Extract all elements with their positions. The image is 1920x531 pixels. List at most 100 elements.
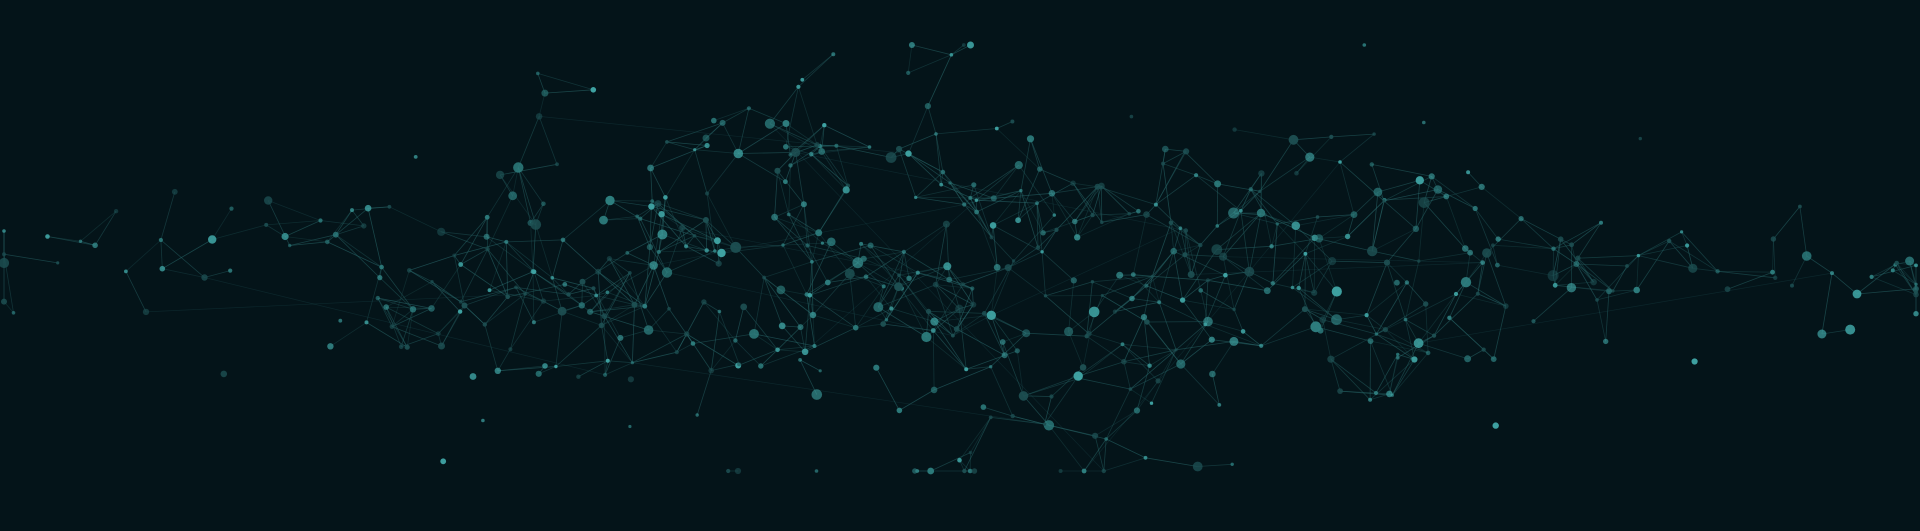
network-link bbox=[562, 239, 599, 273]
network-link bbox=[1023, 377, 1080, 397]
network-link bbox=[581, 272, 631, 306]
network-node bbox=[981, 311, 987, 316]
network-node bbox=[1178, 226, 1183, 230]
network-link bbox=[1376, 282, 1408, 335]
network-link bbox=[1415, 180, 1421, 229]
network-node bbox=[921, 331, 932, 343]
network-node bbox=[809, 311, 817, 319]
network-link bbox=[976, 211, 998, 268]
network-node bbox=[377, 275, 383, 281]
network-link bbox=[1044, 375, 1079, 425]
network-link bbox=[1157, 349, 1177, 382]
network-link bbox=[949, 182, 994, 199]
network-link bbox=[1143, 316, 1182, 365]
network-link bbox=[1467, 172, 1482, 188]
network-node bbox=[514, 285, 518, 290]
network-node bbox=[1404, 280, 1410, 285]
network-link bbox=[917, 272, 950, 280]
network-link bbox=[1133, 274, 1160, 303]
network-link bbox=[676, 301, 705, 353]
network-link bbox=[1051, 193, 1055, 216]
network-node bbox=[1633, 286, 1640, 294]
network-link bbox=[515, 287, 563, 312]
network-node bbox=[605, 290, 610, 295]
network-link bbox=[807, 245, 829, 283]
network-link bbox=[1077, 213, 1130, 238]
network-link bbox=[1130, 388, 1152, 404]
network-link bbox=[1520, 218, 1572, 246]
network-link bbox=[651, 206, 687, 247]
network-link bbox=[391, 270, 410, 327]
network-link bbox=[1486, 218, 1522, 254]
network-link bbox=[589, 272, 631, 313]
network-link bbox=[696, 370, 712, 416]
network-link bbox=[1114, 298, 1133, 312]
network-node bbox=[962, 202, 967, 207]
network-link bbox=[803, 204, 813, 262]
network-link bbox=[515, 287, 569, 295]
network-node bbox=[663, 195, 668, 200]
network-node bbox=[704, 248, 709, 253]
network-link bbox=[487, 195, 514, 250]
network-node bbox=[658, 211, 665, 218]
network-link bbox=[535, 224, 553, 278]
network-link bbox=[1727, 271, 1773, 290]
network-link bbox=[710, 311, 720, 371]
network-node bbox=[1869, 274, 1874, 279]
network-node bbox=[1403, 317, 1408, 322]
network-link bbox=[990, 332, 1027, 367]
network-link bbox=[47, 236, 81, 242]
network-node bbox=[2, 252, 6, 257]
network-link bbox=[760, 349, 778, 367]
network-node bbox=[1229, 336, 1239, 346]
network-link bbox=[1295, 214, 1355, 227]
network-link bbox=[915, 171, 944, 198]
network-node bbox=[601, 313, 608, 320]
network-link bbox=[1191, 262, 1483, 275]
network-link bbox=[777, 349, 806, 353]
network-link bbox=[1170, 222, 1201, 246]
network-link bbox=[788, 214, 819, 234]
network-link bbox=[1596, 299, 1607, 342]
network-link bbox=[898, 286, 934, 331]
network-node bbox=[1396, 355, 1400, 360]
network-node bbox=[824, 279, 831, 286]
network-node bbox=[940, 169, 946, 175]
network-link bbox=[983, 406, 1013, 417]
network-link bbox=[1419, 179, 1447, 197]
network-link bbox=[763, 261, 813, 278]
network-link bbox=[992, 225, 1043, 253]
network-link bbox=[609, 258, 654, 266]
network-link bbox=[604, 315, 649, 331]
network-link bbox=[1165, 148, 1187, 152]
network-node bbox=[1194, 173, 1199, 178]
network-link bbox=[1036, 203, 1039, 248]
network-link bbox=[568, 287, 594, 295]
network-node bbox=[1269, 244, 1274, 249]
network-node bbox=[1070, 277, 1077, 284]
network-link bbox=[1119, 274, 1147, 287]
network-node bbox=[961, 43, 966, 47]
network-link bbox=[970, 417, 992, 453]
network-node bbox=[733, 338, 738, 343]
network-node bbox=[1423, 301, 1429, 307]
network-node bbox=[1531, 319, 1536, 324]
network-link bbox=[1180, 321, 1209, 365]
network-node bbox=[11, 311, 16, 315]
network-node bbox=[695, 413, 699, 417]
network-link bbox=[1195, 174, 1242, 212]
network-link bbox=[973, 184, 992, 238]
network-link bbox=[926, 336, 967, 370]
network-node bbox=[1913, 311, 1919, 317]
network-link bbox=[946, 266, 960, 309]
network-link bbox=[632, 362, 1045, 425]
network-link bbox=[1158, 302, 1177, 350]
network-link bbox=[1151, 276, 1160, 303]
network-link bbox=[877, 251, 905, 308]
network-link bbox=[1222, 210, 1242, 257]
network-link bbox=[389, 206, 442, 233]
network-link bbox=[1418, 342, 1468, 360]
network-link bbox=[991, 237, 1014, 262]
network-link bbox=[932, 330, 935, 390]
network-node bbox=[646, 244, 654, 251]
